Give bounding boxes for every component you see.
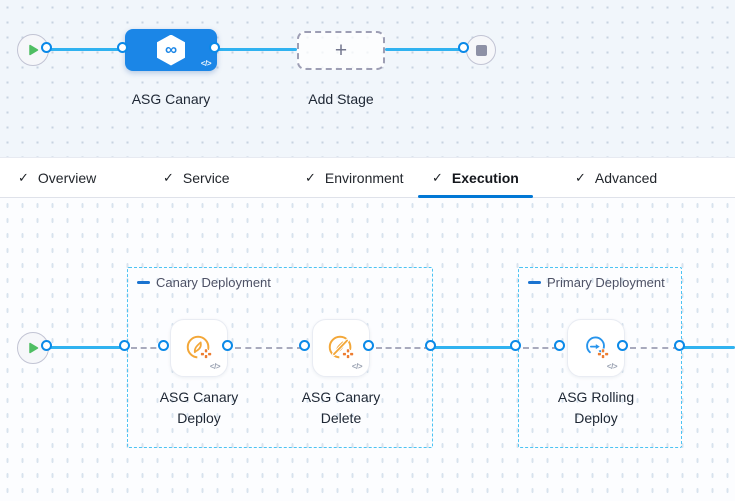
connector-port[interactable] — [41, 42, 52, 53]
stage-node-asg-canary[interactable]: ∞ </> — [125, 29, 217, 71]
step-group-primary-deployment[interactable] — [518, 267, 682, 448]
check-icon: ✓ — [432, 169, 443, 185]
connector-port[interactable] — [425, 340, 436, 351]
connector-port[interactable] — [209, 42, 220, 53]
active-tab-underline — [418, 195, 533, 198]
connector-port[interactable] — [617, 340, 628, 351]
dashed-connector-line — [376, 347, 430, 349]
stage-config-tabbar: ✓ Overview ✓ Service ✓ Environment ✓ Exe… — [0, 157, 735, 198]
execution-canvas[interactable]: Canary Deployment Primary Deployment — [0, 198, 735, 501]
connector-port[interactable] — [299, 340, 310, 351]
add-stage-label: Add Stage — [308, 91, 374, 107]
collapse-group-icon[interactable] — [528, 281, 541, 284]
connector-port[interactable] — [117, 42, 128, 53]
connector-port[interactable] — [363, 340, 374, 351]
step-label: ASG Canary Delete — [301, 389, 381, 426]
step-group-canary-deployment[interactable] — [127, 267, 433, 448]
connector-line — [49, 48, 125, 51]
check-icon: ✓ — [575, 169, 586, 185]
plus-icon: + — [334, 39, 348, 62]
deploy-stage-icon: ∞ — [157, 34, 185, 66]
step-asg-rolling-deploy[interactable]: </> — [567, 319, 625, 377]
connector-line — [217, 48, 297, 51]
connector-line — [385, 48, 466, 51]
asg-canary-delete-icon — [328, 335, 354, 359]
pipeline-end-node[interactable] — [466, 35, 496, 65]
connector-line — [49, 346, 127, 349]
collapse-group-icon[interactable] — [137, 281, 150, 284]
step-asg-canary-delete[interactable]: </> — [312, 319, 370, 377]
connector-port[interactable] — [674, 340, 685, 351]
connector-port[interactable] — [458, 42, 469, 53]
connector-port[interactable] — [158, 340, 169, 351]
stage-pipeline-canvas[interactable]: ∞ </> ASG Canary + Add Stage — [0, 0, 735, 157]
step-label: ASG Canary Deploy — [159, 389, 239, 426]
stage-label: ASG Canary — [131, 91, 211, 107]
play-icon — [29, 342, 39, 354]
tab-execution[interactable]: ✓ Execution — [418, 158, 533, 198]
step-label: ASG Rolling Deploy — [557, 389, 635, 426]
group-title-primary: Primary Deployment — [528, 275, 665, 290]
code-icon[interactable]: </> — [209, 362, 221, 371]
check-icon: ✓ — [18, 169, 29, 185]
group-title-canary: Canary Deployment — [137, 275, 271, 290]
tab-overview[interactable]: ✓ Overview — [18, 169, 97, 186]
play-icon — [29, 44, 39, 56]
dashed-connector-line — [630, 347, 679, 349]
tab-environment[interactable]: ✓ Environment — [305, 169, 404, 186]
step-asg-canary-deploy[interactable]: </> — [170, 319, 228, 377]
check-icon: ✓ — [163, 169, 174, 185]
tab-advanced[interactable]: ✓ Advanced — [575, 169, 658, 186]
add-stage-button[interactable]: + — [297, 31, 385, 70]
tab-service[interactable]: ✓ Service — [163, 169, 230, 186]
connector-port[interactable] — [554, 340, 565, 351]
asg-canary-deploy-icon — [186, 335, 212, 359]
code-icon[interactable]: </> — [351, 362, 363, 371]
stop-icon — [475, 44, 487, 56]
asg-rolling-deploy-icon — [586, 336, 609, 359]
connector-line — [433, 346, 518, 349]
connector-port[interactable] — [119, 340, 130, 351]
dashed-connector-line — [131, 347, 166, 349]
code-icon[interactable]: </> — [606, 362, 618, 371]
connector-port[interactable] — [41, 340, 52, 351]
connector-port[interactable] — [510, 340, 521, 351]
connector-port[interactable] — [222, 340, 233, 351]
code-icon[interactable]: </> — [200, 59, 212, 68]
dashed-connector-line — [523, 347, 558, 349]
dashed-connector-line — [235, 347, 303, 349]
connector-line — [682, 346, 735, 349]
check-icon: ✓ — [305, 169, 316, 185]
infinity-glyph: ∞ — [164, 39, 178, 59]
